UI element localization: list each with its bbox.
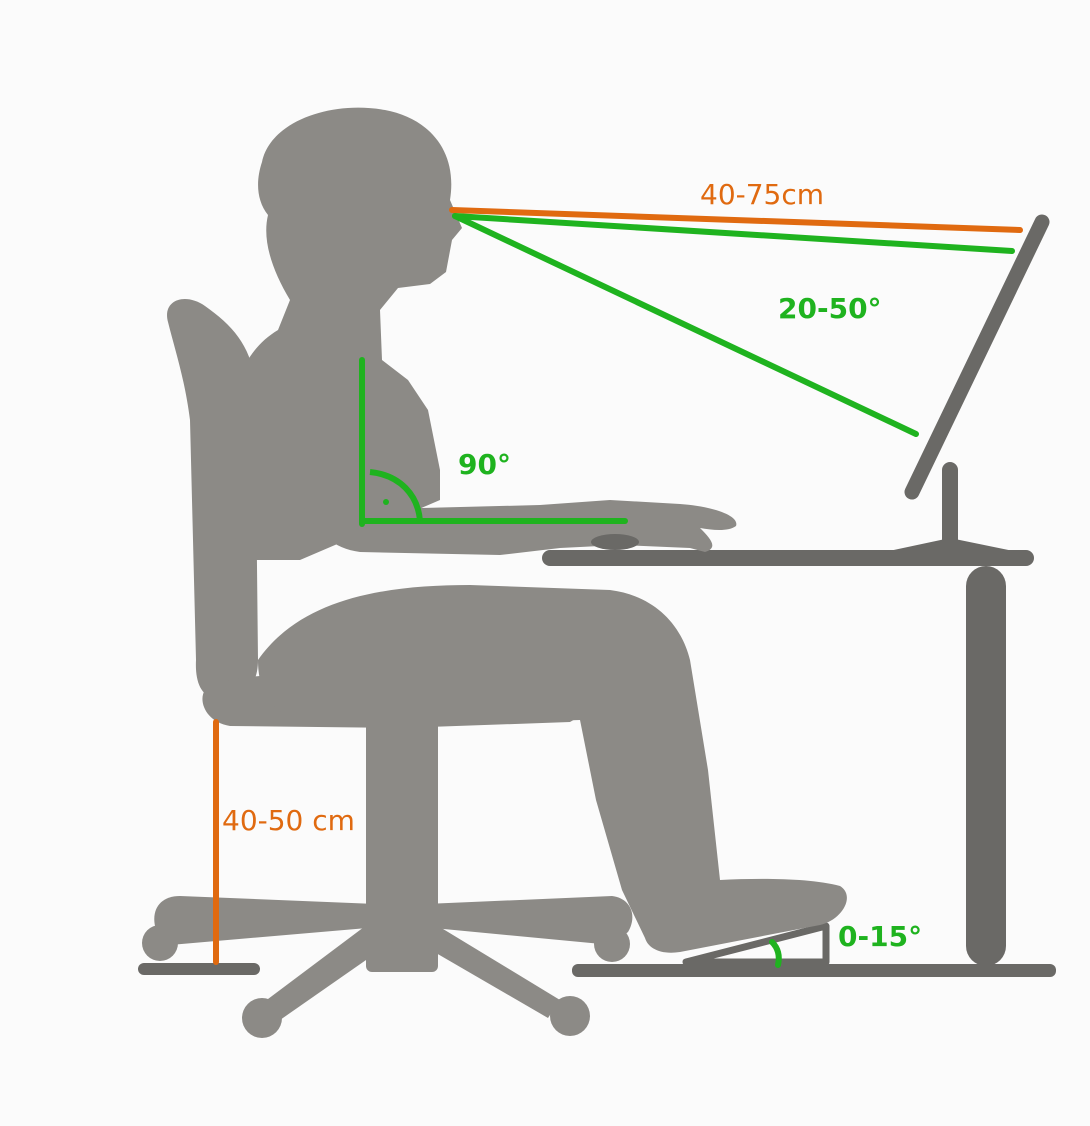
- footrest-angle-label: 0-15°: [838, 920, 922, 953]
- gaze-lower-line: [455, 216, 916, 434]
- gaze-angle-marker: 20-50°: [455, 216, 1012, 434]
- seat-height-label: 40-50 cm: [222, 804, 355, 837]
- eye-distance-label: 40-75cm: [700, 178, 824, 211]
- legs: [258, 585, 847, 953]
- elbow-angle-label: 90°: [458, 448, 511, 481]
- right-angle-dot: [383, 499, 389, 505]
- floor-line-left: [138, 963, 260, 975]
- chair-caster: [242, 998, 282, 1038]
- monitor-stand-neck: [942, 462, 958, 548]
- chair-caster: [142, 925, 178, 961]
- chair-caster: [550, 996, 590, 1036]
- desk-top: [542, 550, 1034, 566]
- mouse: [591, 534, 639, 550]
- chair-caster: [594, 926, 630, 962]
- floor-line-right: [572, 964, 1056, 977]
- gaze-angle-label: 20-50°: [778, 292, 882, 325]
- desk-leg: [966, 566, 1006, 966]
- monitor: [884, 222, 1042, 552]
- monitor-stand-base: [884, 538, 1018, 552]
- monitor-screen: [912, 222, 1042, 492]
- head-torso: [222, 108, 462, 560]
- floor: [138, 963, 1056, 977]
